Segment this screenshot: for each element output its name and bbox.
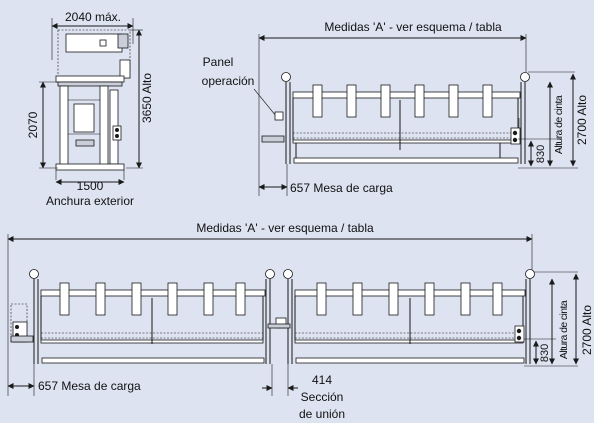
top-altura-label: Altura de cinta bbox=[553, 95, 565, 154]
side-view: 2040 máx. 3650 Alto 2070 bbox=[26, 10, 154, 208]
dim-2040-label: 2040 máx. bbox=[65, 10, 121, 24]
bot-medidas-label: Medidas 'A' - ver esquema / tabla bbox=[196, 221, 374, 235]
bot-union-label: de unión bbox=[299, 407, 345, 421]
bot-altura-label: Altura de cinta bbox=[558, 300, 570, 359]
bot-414-label: 414 bbox=[312, 373, 332, 387]
bot-seccion-label: Sección bbox=[301, 390, 344, 404]
top-mesa-label: 657 Mesa de carga bbox=[290, 181, 393, 195]
double-unit-view: Medidas 'A' - ver esquema / tabla bbox=[7, 221, 594, 421]
dim-1500-label: 1500 bbox=[77, 179, 104, 193]
dim-3650-label: 3650 Alto bbox=[140, 73, 154, 123]
bot-2700-label: 2700 Alto bbox=[580, 305, 594, 355]
single-unit-view: Medidas 'A' - ver esquema / tabla Panel … bbox=[202, 20, 589, 196]
top-2700-label: 2700 Alto bbox=[575, 95, 589, 145]
bot-mesa-label: 657 Mesa de carga bbox=[38, 379, 141, 393]
panel-label-2: operación bbox=[202, 74, 255, 88]
anchura-label: Anchura exterior bbox=[46, 194, 134, 208]
dim-2070-label: 2070 bbox=[26, 111, 40, 138]
bot-830-label: 830 bbox=[539, 344, 551, 362]
top-medidas-label: Medidas 'A' - ver esquema / tabla bbox=[324, 20, 502, 34]
top-830-label: 830 bbox=[535, 145, 547, 163]
panel-label-1: Panel bbox=[203, 55, 234, 69]
